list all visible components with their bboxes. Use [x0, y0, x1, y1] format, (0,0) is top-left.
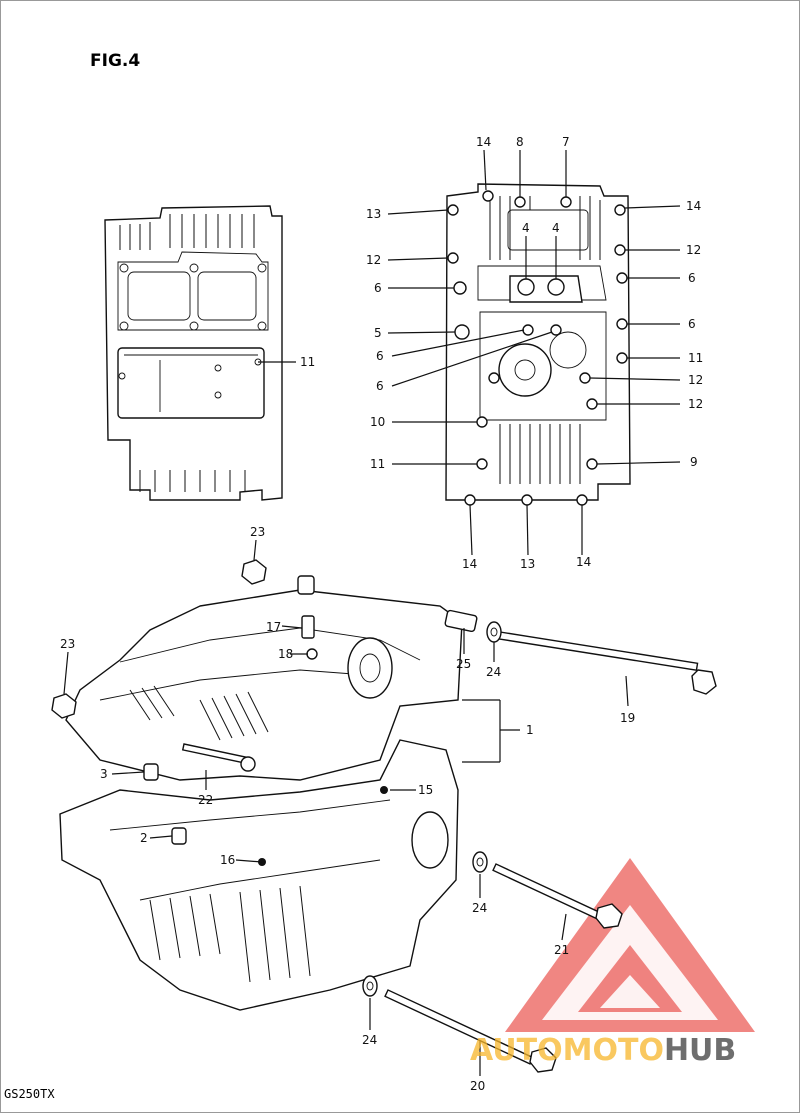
callout-20: 20	[470, 1079, 485, 1093]
callout-15: 15	[418, 783, 433, 797]
callout-16: 16	[220, 853, 235, 867]
long-bolt-19	[498, 631, 717, 695]
callout-4: 4	[522, 221, 530, 235]
callout-4: 4	[552, 221, 560, 235]
lower-crankcase	[59, 739, 459, 1011]
callout-14: 14	[576, 555, 591, 569]
callout-6: 6	[688, 271, 696, 285]
model-code: GS250TX	[4, 1087, 55, 1101]
callout-11: 11	[370, 457, 385, 471]
callout-19: 19	[620, 711, 635, 725]
callout-23: 23	[60, 637, 75, 651]
callout-8: 8	[516, 135, 524, 149]
watermark-logo	[505, 858, 755, 1032]
callout-10: 10	[370, 415, 385, 429]
callout-18: 18	[278, 647, 293, 661]
callout-13: 13	[520, 557, 535, 571]
callout-23: 23	[250, 525, 265, 539]
callout-22: 22	[198, 793, 213, 807]
bolt-21	[492, 863, 623, 929]
callout-24: 24	[472, 901, 487, 915]
bolt-20	[384, 989, 557, 1073]
callout-11: 11	[688, 351, 703, 365]
nuts-23	[51, 559, 267, 719]
callout-6: 6	[374, 281, 382, 295]
sleeve-25	[444, 609, 478, 633]
callout-11: 11	[300, 355, 315, 369]
callout-7: 7	[562, 135, 570, 149]
callout-14: 14	[462, 557, 477, 571]
callout-12: 12	[686, 243, 701, 257]
callout-3: 3	[100, 767, 108, 781]
callout-25: 25	[456, 657, 471, 671]
callout-12: 12	[366, 253, 381, 267]
callout-5: 5	[374, 326, 382, 340]
watermark-auto: AUTO	[470, 1033, 563, 1068]
callout-9: 9	[690, 455, 698, 469]
lower-crankcase-bottom-view	[104, 205, 296, 501]
callout-6: 6	[376, 379, 384, 393]
callout-6: 6	[376, 349, 384, 363]
callout-14: 14	[476, 135, 491, 149]
washers-24	[362, 621, 502, 997]
callout-24: 24	[362, 1033, 377, 1047]
callout-14: 14	[686, 199, 701, 213]
watermark-moto: MOTO	[563, 1033, 664, 1068]
callout-21: 21	[554, 943, 569, 957]
callout-1: 1	[526, 723, 534, 737]
watermark-hub: HUB	[664, 1033, 736, 1068]
watermark-text: AUTOMOTOHUB	[470, 1033, 736, 1068]
callout-12: 12	[688, 397, 703, 411]
crankcase-bolt-pattern-view	[387, 149, 681, 556]
callout-6: 6	[688, 317, 696, 331]
figure-title: FIG.4	[90, 51, 140, 71]
callout-2: 2	[140, 831, 148, 845]
callout-12: 12	[688, 373, 703, 387]
callout-24: 24	[486, 665, 501, 679]
callout-13: 13	[366, 207, 381, 221]
callout-17: 17	[266, 620, 281, 634]
bolt-22	[181, 743, 256, 772]
